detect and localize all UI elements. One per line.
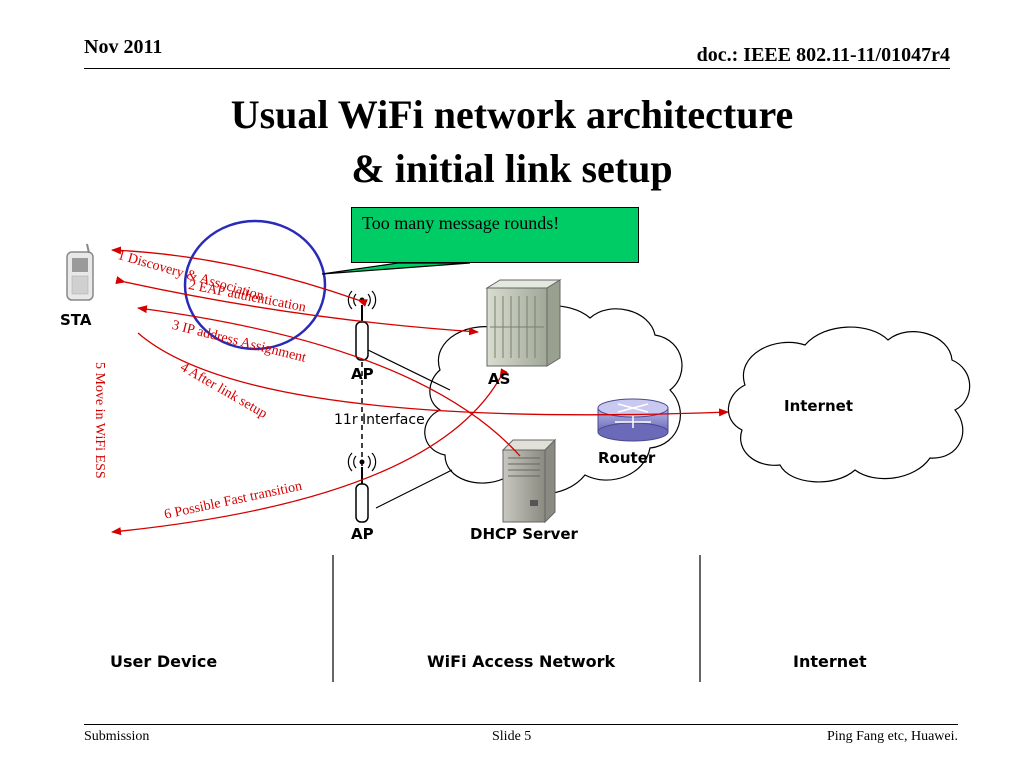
11r-interface-label: 11r Interface <box>334 412 425 428</box>
footer-submission: Submission <box>84 729 150 744</box>
header-date: Nov 2011 <box>84 36 163 58</box>
ap-antenna-icon-1 <box>347 290 377 361</box>
slide-title-line1: Usual WiFi network architecture <box>230 92 794 137</box>
ap-label-2: AP <box>351 525 374 543</box>
zone-wifi-access-network: WiFi Access Network <box>427 652 616 671</box>
internet-cloud-label: Internet <box>784 397 854 415</box>
router-icon <box>597 398 669 442</box>
zone-internet: Internet <box>793 652 867 671</box>
as-server-icon <box>485 279 562 367</box>
ap-label-1: AP <box>351 365 374 383</box>
callout-box: Too many message rounds! <box>351 207 639 263</box>
as-label: AS <box>488 370 511 388</box>
sta-phone-icon <box>66 243 94 301</box>
slide-title-line2: & initial link setup <box>351 146 673 191</box>
dhcp-server-icon <box>501 438 557 524</box>
footer-divider <box>84 724 958 725</box>
internet-cloud <box>727 326 971 483</box>
footer-author: Ping Fang etc, Huawei. <box>826 729 958 744</box>
zone-user-device: User Device <box>110 652 218 671</box>
router-label: Router <box>598 449 656 467</box>
footer-slide-number: Slide 5 <box>492 729 532 744</box>
header-doc-id: doc.: IEEE 802.11-11/01047r4 <box>696 44 950 66</box>
sta-label: STA <box>60 311 92 329</box>
callout-pointer <box>321 262 471 275</box>
header-divider <box>84 68 950 69</box>
step-5-label: 5 Move in WiFi ESS <box>92 362 107 479</box>
dhcp-server-label: DHCP Server <box>470 525 578 543</box>
slide-title: Usual WiFi network architecture & initia… <box>0 88 1024 196</box>
